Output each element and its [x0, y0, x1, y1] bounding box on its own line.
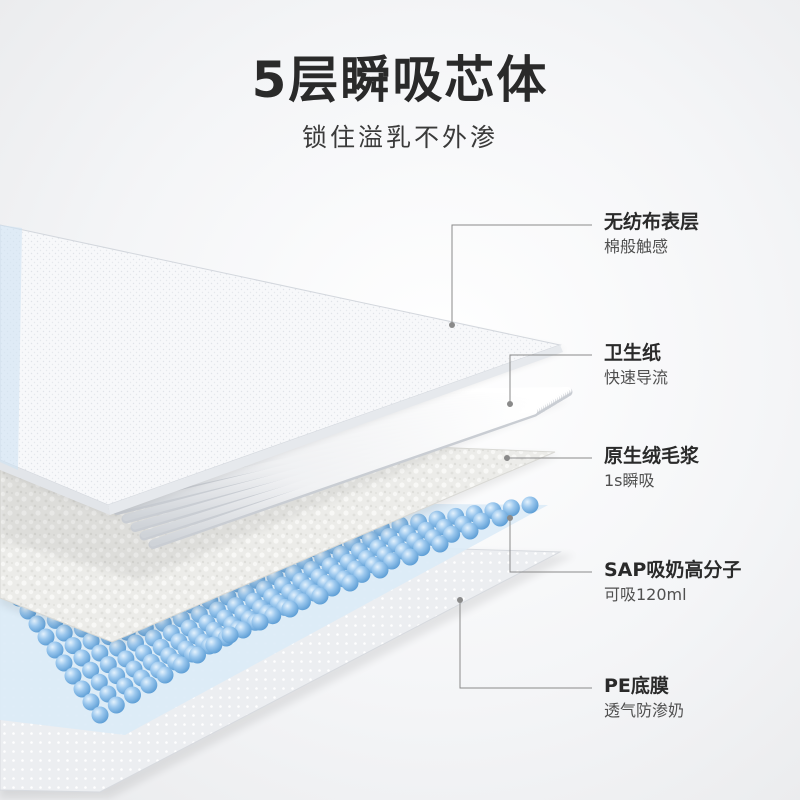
sap-bead: [46, 641, 64, 659]
sap-bead: [502, 499, 520, 517]
sap-bead: [140, 676, 158, 694]
sap-bead: [521, 496, 539, 514]
sap-bead: [221, 626, 239, 644]
sap-bead: [107, 696, 125, 714]
layer-label: 无纺布表层: [604, 211, 700, 233]
leader-dots: [449, 322, 513, 603]
sap-bead: [443, 525, 461, 543]
sap-bead: [371, 561, 389, 579]
sap-bead: [189, 646, 206, 664]
callout-tissue: 卫生纸 快速导流: [604, 340, 668, 390]
leader-dot: [449, 322, 455, 328]
sap-bead: [64, 637, 82, 655]
layer-detail: 快速导流: [604, 368, 669, 387]
leader-lines: [451, 224, 592, 689]
sap-bead: [413, 539, 431, 557]
layer-detail: 1s瞬吸: [604, 471, 655, 490]
layer-label: 原生绒毛浆: [604, 445, 700, 467]
layer-label: 卫生纸: [604, 342, 662, 364]
sap-bead: [37, 628, 55, 646]
sap-bead: [156, 666, 174, 684]
sap-bead: [82, 693, 100, 711]
sap-bead: [461, 522, 479, 540]
layer-detail: 透气防渗奶: [604, 701, 685, 720]
sap-bead: [234, 621, 252, 639]
sap-bead: [124, 686, 141, 704]
layer-label: PE底膜: [604, 675, 669, 697]
leader-dot: [507, 401, 513, 407]
sap-bead: [401, 548, 419, 566]
sap-bead: [64, 667, 82, 685]
sap-bead: [491, 509, 509, 527]
sap-bead: [82, 661, 100, 679]
sap-bead: [73, 680, 91, 698]
leader-line-pe: [459, 600, 592, 689]
leader-dot: [504, 455, 510, 461]
callout-pe: PE底膜 透气防渗奶: [604, 673, 684, 723]
sap-bead: [383, 552, 401, 570]
sap-bead: [73, 649, 91, 667]
leader-line-sap: [509, 518, 592, 573]
tissue-rod: [149, 407, 538, 547]
leader-line-nonwoven: [451, 224, 592, 325]
sap-bead: [205, 636, 223, 654]
sap-bead: [473, 512, 490, 530]
leader-dot: [507, 515, 513, 521]
sap-bead: [251, 613, 269, 631]
sap-bead: [90, 673, 108, 691]
page-subtitle: 锁住溢乳不外渗: [301, 123, 498, 152]
leader-line-tissue: [509, 354, 592, 404]
sap-bead: [91, 706, 109, 724]
sap-bead: [431, 535, 449, 553]
sap-bead: [323, 579, 341, 597]
leader-dot: [457, 597, 463, 603]
layer-label: SAP吸奶高分子: [604, 559, 742, 581]
sap-bead: [172, 656, 190, 674]
sap-bead: [293, 593, 311, 611]
layer-detail: 棉般触感: [604, 237, 669, 256]
callout-nonwoven: 无纺布表层 棉般触感: [604, 209, 699, 259]
layer-detail: 可吸120ml: [604, 585, 687, 604]
page-title: 5层瞬吸芯体: [251, 51, 549, 109]
sap-bead: [264, 607, 282, 625]
callout-fluff: 原生绒毛浆 1s瞬吸: [604, 443, 699, 493]
sap-bead: [281, 600, 299, 618]
nonwoven-top-layer: [0, 224, 565, 515]
sap-bead: [353, 565, 371, 583]
sap-bead: [341, 574, 359, 592]
sap-bead: [311, 587, 329, 605]
sap-bead: [55, 654, 73, 672]
callout-sap: SAP吸奶高分子 可吸120ml: [604, 557, 741, 607]
